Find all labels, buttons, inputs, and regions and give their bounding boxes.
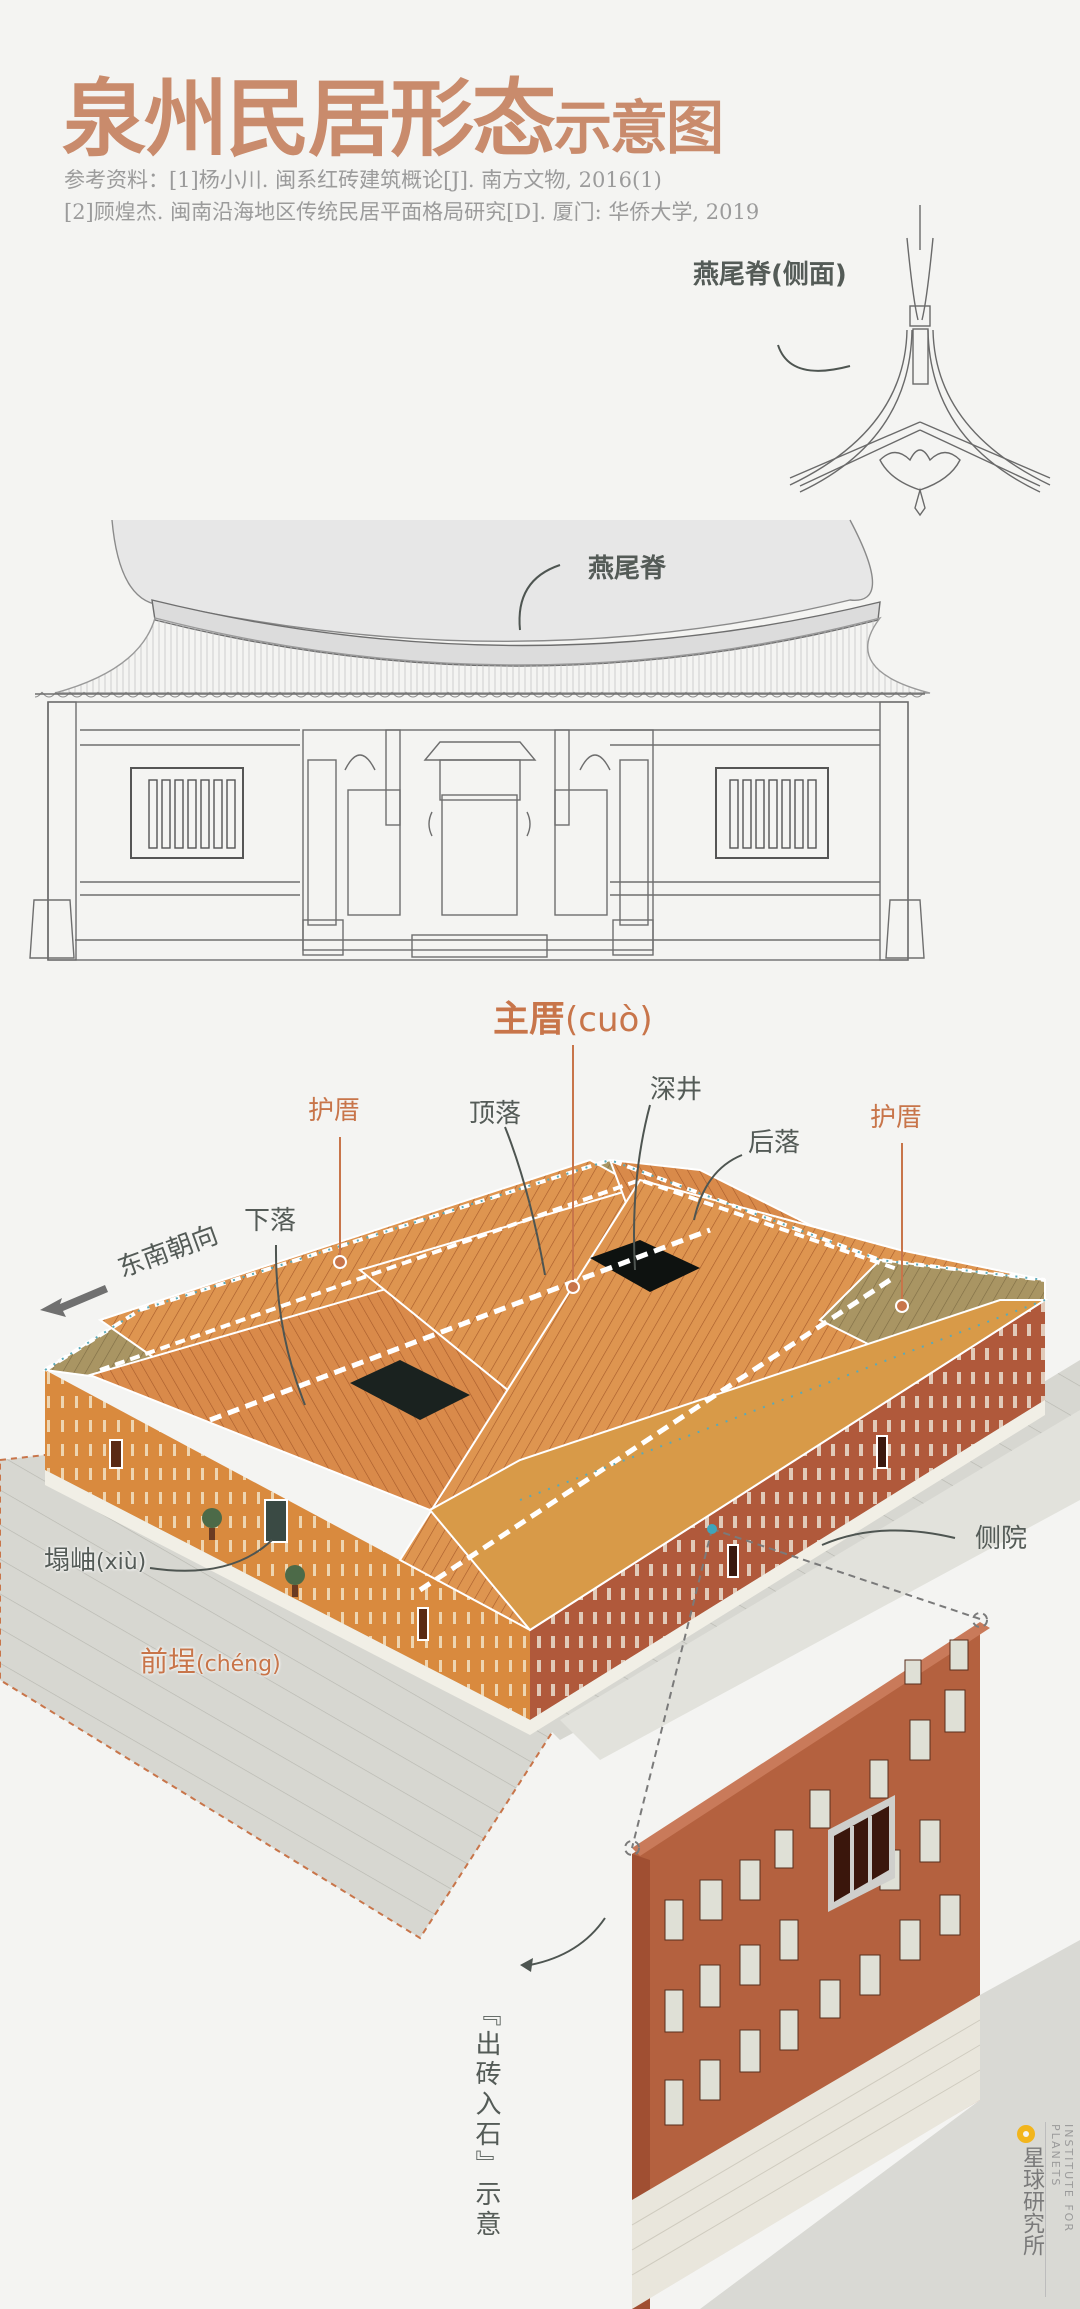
ridge-label: 燕尾脊 — [588, 554, 667, 584]
title-suffix: 示意图 — [554, 94, 724, 162]
orange-leader-dots — [333, 1255, 909, 1313]
reference-line-1: 参考资料：[1]杨小川. 闽系红砖建筑概论[J]. 南方文物, 2016(1) — [64, 168, 662, 192]
recess-pinyin: (xiù) — [96, 1550, 147, 1575]
compound-dashed-outlines — [43, 1157, 1046, 1593]
forecourt-text: 前埕 — [140, 1645, 197, 1678]
recess-label: 塌岫(xiù) — [44, 1540, 146, 1577]
main-house-pinyin: (cuò) — [565, 1000, 653, 1040]
reference-line-2: [2]顾煌杰. 闽南沿海地区传统民居平面格局研究[D]. 厦门: 华侨大学, 2… — [64, 200, 760, 224]
title-main: 泉州民居形态 — [62, 69, 556, 168]
projection-lines — [624, 1528, 988, 1856]
side-ridge-leader-line — [777, 344, 851, 372]
rear-hall-label: 后落 — [748, 1128, 801, 1158]
main-house-label: 主厝(cuò) — [493, 990, 653, 1042]
caption-arrow-head-icon — [520, 1958, 533, 1972]
logo-name-en: INSTITUTE FOR PLANETS — [1049, 2124, 1075, 2233]
ridge-leader-line — [518, 564, 561, 631]
page-title: 泉州民居形态示意图 — [62, 52, 724, 173]
front-hall-label: 下落 — [244, 1206, 297, 1236]
courtyard-label: 深井 — [650, 1075, 703, 1105]
side-ridge-drawing — [789, 205, 1051, 517]
orientation-arrow-icon — [40, 1285, 108, 1317]
recess-text: 塌岫 — [44, 1546, 97, 1576]
top-hall-label: 顶落 — [469, 1099, 522, 1129]
forecourt-label: 前埕(chéng) — [140, 1640, 281, 1680]
logo-divider — [1045, 2122, 1046, 2297]
facade-drawing — [29, 519, 931, 961]
gray-leader-lines — [149, 1104, 956, 1966]
right-wing-label: 护厝 — [870, 1103, 923, 1133]
wall-detail-caption: 『出砖入石』示意 — [471, 2000, 501, 2240]
projection-anchor-dot — [707, 1524, 717, 1534]
side-yard-label: 侧院 — [975, 1524, 1028, 1554]
brick-wall-detail — [631, 1622, 1080, 2309]
forecourt-pinyin: (chéng) — [196, 1652, 281, 1677]
orange-leader-lines — [339, 1045, 903, 1300]
main-house-text: 主厝 — [493, 999, 566, 1040]
compound-walls — [45, 1300, 1045, 1735]
left-wing-label: 护厝 — [308, 1096, 361, 1126]
side-ridge-label: 燕尾脊(侧面) — [693, 260, 847, 290]
logo: 星球研究所 INSTITUTE FOR PLANETS — [1015, 2120, 1075, 2300]
logo-name-cn: 星球研究所 — [1019, 2146, 1044, 2256]
logo-dot-icon — [1017, 2125, 1035, 2143]
